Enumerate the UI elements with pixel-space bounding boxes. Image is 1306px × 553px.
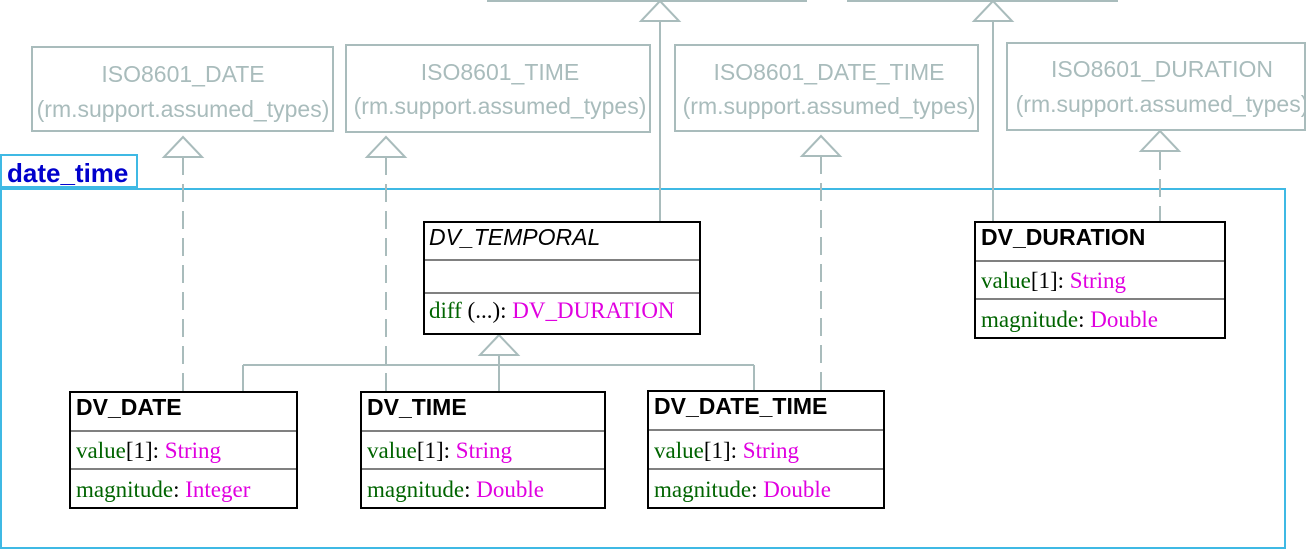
attr-type: String — [1070, 268, 1127, 293]
iso8601-duration-package: (rm.support.assumed_types) — [1016, 91, 1306, 117]
iso8601-time-package: (rm.support.assumed_types) — [354, 93, 647, 119]
attr-sep: : — [1078, 307, 1090, 332]
triangle-dv-duration-parent-arrow — [971, 0, 1015, 22]
attr-name: magnitude — [981, 307, 1078, 332]
class-dv-temporal[interactable]: DV_TEMPORAL diff (...): DV_DURATION — [423, 221, 701, 335]
connectors — [182, 22, 1161, 391]
attr-name: magnitude — [367, 477, 464, 502]
dv-date-attr-magnitude: magnitude: Integer — [76, 477, 251, 502]
attr-type: Double — [1090, 307, 1158, 332]
iso8601-time-name: ISO8601_TIME — [421, 59, 580, 85]
iso8601-date-time-package: (rm.support.assumed_types) — [683, 93, 976, 119]
dv-date-time-attr-magnitude: magnitude: Double — [654, 477, 831, 502]
triangle-iso8601-time-arrow — [364, 135, 408, 158]
operation-name: diff — [429, 298, 462, 323]
attr-sep: : — [1058, 268, 1070, 293]
operation-type: DV_DURATION — [512, 298, 675, 323]
attr-name: value — [76, 438, 126, 463]
class-dv-date[interactable]: DV_DATE value[1]: String magnitude: Inte… — [69, 391, 298, 509]
attr-sep: : — [731, 438, 743, 463]
dv-date-time-attr-value: value[1]: String — [654, 438, 800, 463]
external-iso8601-date[interactable]: ISO8601_DATE (rm.support.assumed_types) — [31, 46, 334, 132]
attr-sep: : — [751, 477, 763, 502]
iso8601-date-package: (rm.support.assumed_types) — [37, 96, 330, 122]
class-dv-duration[interactable]: DV_DURATION value[1]: String magnitude: … — [974, 221, 1226, 339]
operation-args: (...) — [462, 298, 500, 323]
iso8601-date-time-name: ISO8601_DATE_TIME — [714, 59, 945, 85]
dv-time-attr-value: value[1]: String — [367, 438, 513, 463]
attr-sep: : — [444, 438, 456, 463]
attr-mult: [1] — [417, 438, 444, 463]
attr-name: value — [654, 438, 704, 463]
triangle-iso8601-date-arrow — [161, 135, 205, 158]
external-iso8601-time[interactable]: ISO8601_TIME (rm.support.assumed_types) — [345, 44, 651, 133]
package-tab — [0, 154, 138, 189]
attr-name: magnitude — [76, 477, 173, 502]
attr-name: value — [367, 438, 417, 463]
attr-mult: [1] — [126, 438, 153, 463]
attr-sep: : — [173, 477, 185, 502]
iso8601-date-name: ISO8601_DATE — [101, 61, 264, 87]
dv-duration-attr-magnitude: magnitude: Double — [981, 307, 1158, 332]
package-label[interactable]: date_time — [7, 158, 128, 188]
iso8601-duration-name: ISO8601_DURATION — [1051, 56, 1273, 82]
attr-mult: [1] — [1031, 268, 1058, 293]
attr-type: Integer — [185, 477, 250, 502]
dv-temporal-name: DV_TEMPORAL — [429, 224, 600, 250]
class-dv-time[interactable]: DV_TIME value[1]: String magnitude: Doub… — [360, 391, 606, 509]
arrowheads — [161, 0, 1182, 356]
package-date-time: date_time — [0, 154, 1286, 549]
triangle-iso8601-date-time-arrow — [799, 134, 843, 157]
triangle-dv-temporal-parent-arrow — [638, 0, 682, 22]
attr-sep: : — [153, 438, 165, 463]
attr-name: value — [981, 268, 1031, 293]
operation-sep: : — [500, 298, 512, 323]
dv-duration-name: DV_DURATION — [981, 224, 1145, 250]
external-iso8601-date-time[interactable]: ISO8601_DATE_TIME (rm.support.assumed_ty… — [674, 44, 979, 132]
attr-type: Double — [476, 477, 544, 502]
dv-date-attr-value: value[1]: String — [76, 438, 222, 463]
triangle-iso8601-duration-arrow — [1138, 129, 1182, 152]
attr-sep: : — [464, 477, 476, 502]
dv-temporal-operation: diff (...): DV_DURATION — [429, 298, 675, 323]
attr-type: String — [456, 438, 513, 463]
attr-name: magnitude — [654, 477, 751, 502]
dv-date-time-name: DV_DATE_TIME — [654, 393, 827, 419]
class-dv-date-time[interactable]: DV_DATE_TIME value[1]: String magnitude:… — [647, 390, 885, 509]
attr-type: String — [165, 438, 222, 463]
dv-date-name: DV_DATE — [76, 394, 182, 420]
dv-time-name: DV_TIME — [367, 394, 467, 420]
attr-mult: [1] — [704, 438, 731, 463]
package-frame — [0, 188, 1286, 549]
attr-type: Double — [763, 477, 831, 502]
attr-type: String — [743, 438, 800, 463]
external-iso8601-duration[interactable]: ISO8601_DURATION (rm.support.assumed_typ… — [1006, 42, 1306, 131]
dv-duration-attr-value: value[1]: String — [981, 268, 1127, 293]
dv-time-attr-magnitude: magnitude: Double — [367, 477, 544, 502]
triangle-dv-temporal-arrow — [477, 333, 521, 356]
